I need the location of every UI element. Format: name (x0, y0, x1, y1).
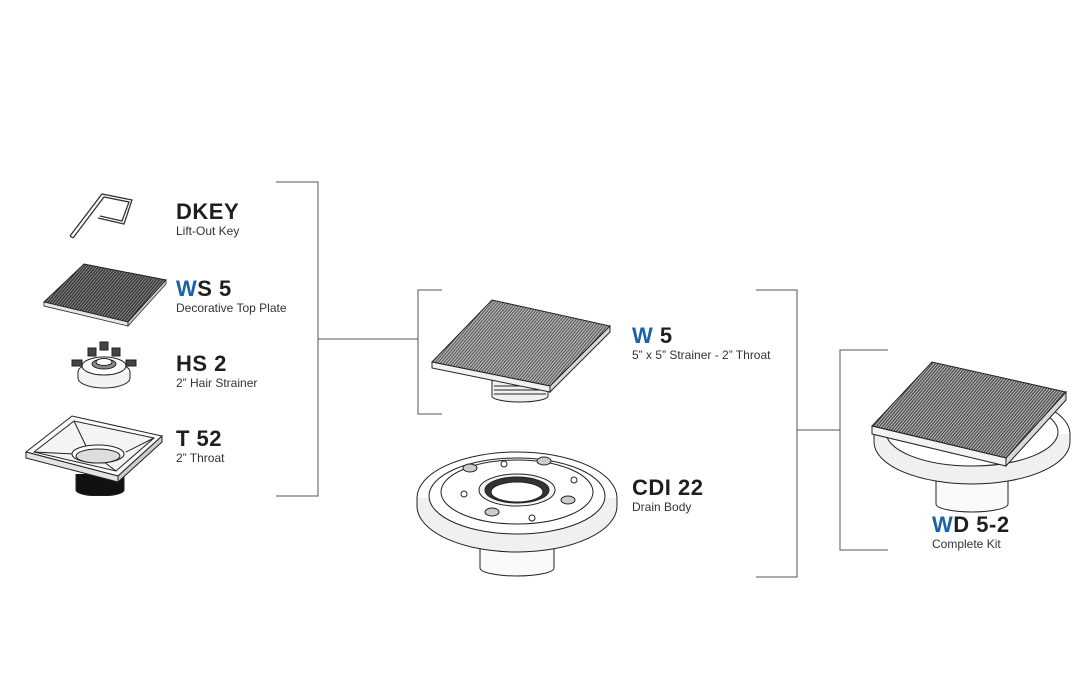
part-code-cdi22: CDI 22 (632, 475, 704, 500)
part-label-cdi22: CDI 22 Drain Body (632, 475, 704, 514)
part-label-w5: W 5 5” x 5” Strainer - 2” Throat (632, 323, 771, 362)
part-desc-dkey: Lift-Out Key (176, 224, 240, 238)
part-desc-wd52: Complete Kit (932, 537, 1001, 551)
top-plate-icon (42, 263, 167, 328)
part-desc-w5: 5” x 5” Strainer - 2” Throat (632, 348, 771, 362)
lift-out-key-icon (69, 193, 133, 239)
part-desc-t52: 2” Throat (176, 451, 225, 465)
strainer-assembly-icon (431, 299, 611, 403)
part-label-wd52: WD 5-2 Complete Kit (932, 512, 1010, 551)
part-label-ws5: WS 5 Decorative Top Plate (176, 276, 287, 315)
part-code-dkey: DKEY (176, 199, 240, 224)
middle-bracket (756, 289, 798, 578)
part-desc-hs2: 2” Hair Strainer (176, 376, 258, 390)
throat-icon (24, 415, 164, 496)
part-code-w5: W 5 (632, 323, 673, 348)
complete-kit-icon (871, 361, 1071, 513)
part-label-dkey: DKEY Lift-Out Key (176, 199, 240, 238)
part-code-hs2: HS 2 (176, 351, 227, 376)
left-bracket (276, 181, 319, 497)
w5-bracket (417, 289, 442, 415)
part-code-ws5: WS 5 (176, 276, 232, 301)
part-desc-cdi22: Drain Body (632, 500, 692, 514)
part-label-t52: T 52 2” Throat (176, 426, 225, 465)
kit-bracket (839, 349, 888, 551)
hair-strainer-icon (71, 341, 137, 389)
part-code-t52: T 52 (176, 426, 223, 451)
drain-body-icon (416, 451, 618, 577)
part-label-hs2: HS 2 2” Hair Strainer (176, 351, 258, 390)
part-desc-ws5: Decorative Top Plate (176, 301, 287, 315)
part-code-wd52: WD 5-2 (932, 512, 1010, 537)
